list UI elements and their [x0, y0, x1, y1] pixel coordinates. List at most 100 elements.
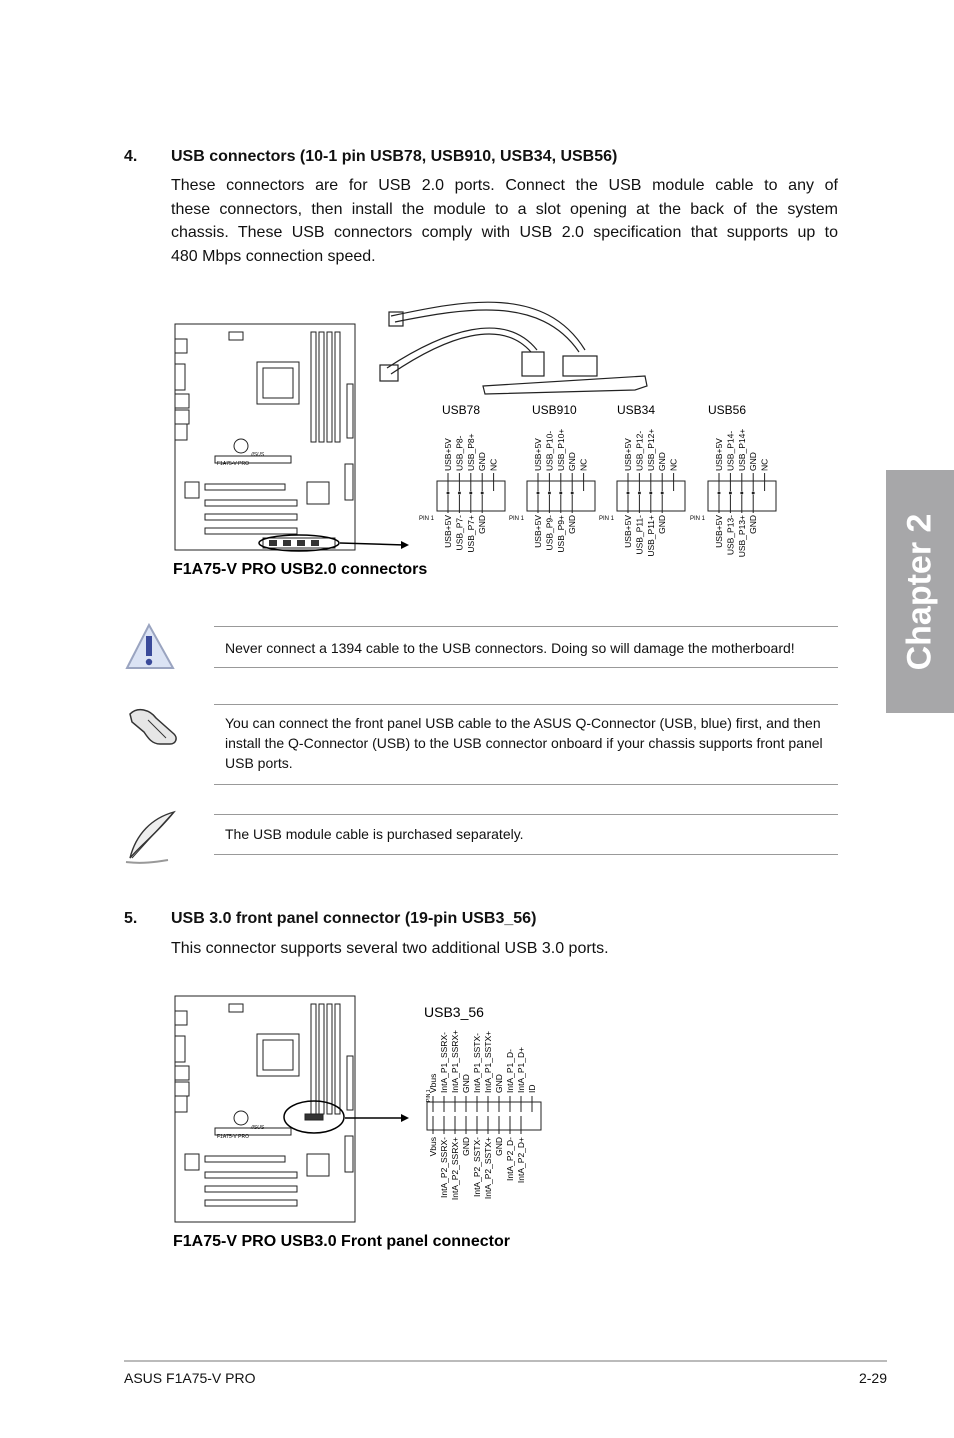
usb3-connector-label: USB3_56 — [424, 1004, 484, 1020]
section4-line-2: these connectors, then install the modul… — [171, 200, 838, 218]
top-pin-label: USB_P12+ — [646, 429, 656, 471]
top-pin-label: USB_P8+ — [466, 433, 476, 471]
bottom-pin-label: USB+5V — [443, 515, 453, 548]
pointer-arrow-head-1 — [401, 541, 409, 549]
board-label-2: F1A75-V PRO — [217, 1134, 249, 1140]
bottom-pin-label: USB_P7- — [454, 515, 464, 551]
usb-module-cable — [379, 301, 648, 395]
bottom-pin-label: USB+5V — [623, 515, 633, 548]
note1-bottom-rule — [214, 667, 838, 668]
bottom-pin-label: IntA_P2_SSRX+ — [450, 1137, 460, 1200]
top-pin-label: NC — [669, 459, 679, 471]
pin1-label: PIN 1 — [509, 516, 525, 522]
section4-line-3: chassis. These USB connectors comply wit… — [171, 224, 838, 241]
bottom-pin-label: USB+5V — [714, 515, 724, 548]
pin — [480, 491, 484, 495]
usb34-label: USB34 — [617, 403, 655, 417]
bottom-pin-label: GND — [461, 1137, 471, 1156]
section5-number: 5. — [124, 910, 138, 927]
footer-product: ASUS F1A75-V PRO — [124, 1370, 256, 1386]
section5-title: USB 3.0 front panel connector (19-pin US… — [171, 910, 537, 927]
note1-top-rule — [214, 626, 838, 627]
usb78-label: USB78 — [442, 403, 480, 417]
pin — [637, 491, 641, 495]
pin — [457, 491, 461, 495]
pin — [446, 491, 450, 495]
note2-bottom-rule — [214, 784, 838, 785]
section4-text: These connectors are for USB 2.0 ports. … — [171, 174, 838, 268]
feather-icon — [122, 808, 180, 871]
top-pin-label: USB+5V — [714, 438, 724, 471]
bottom-pin-label: USB_P13- — [725, 515, 735, 555]
bottom-pin-label: USB_P13+ — [737, 515, 747, 557]
section4-number: 4. — [124, 148, 138, 165]
bottom-pin-label: GND — [494, 1137, 504, 1156]
board-label-1: F1A75-V PRO — [217, 461, 249, 467]
top-pin-label: ID — [527, 1085, 537, 1094]
top-pin-label: GND — [657, 452, 667, 471]
figure2-caption: F1A75-V PRO USB3.0 Front panel connector — [173, 1233, 510, 1250]
top-pin-label: USB_P10+ — [556, 429, 566, 471]
chapter-tab-label: Chapter 2 — [900, 513, 939, 670]
note3-text: The USB module cable is purchased separa… — [225, 826, 524, 842]
pin — [751, 491, 755, 495]
bottom-pin-label: USB_P9+ — [556, 515, 566, 553]
section5-text: This connector supports several two addi… — [171, 940, 609, 957]
top-pin-label: GND — [477, 452, 487, 471]
section4-line-4: 480 Mbps connection speed. — [171, 247, 376, 265]
pin — [559, 491, 563, 495]
section4-title: USB connectors (10-1 pin USB78, USB910, … — [171, 148, 618, 165]
pin — [717, 491, 721, 495]
bottom-pin-label: USB_P9- — [544, 515, 554, 551]
section4-line-1: These connectors are for USB 2.0 ports. … — [171, 177, 838, 194]
top-pin-label: IntA_P1_SSTX+ — [483, 1031, 493, 1093]
pin — [547, 491, 551, 495]
top-pin-label: IntA_P1_SSRX- — [439, 1032, 449, 1093]
top-pin-label: USB_P14+ — [737, 429, 747, 471]
bottom-pin-label: IntA_P2_D+ — [516, 1137, 526, 1183]
top-pin-label: IntA_P1_D+ — [516, 1047, 526, 1093]
warning-icon — [124, 622, 178, 677]
motherboard-diagram-2 — [174, 995, 356, 1223]
bottom-pin-label: GND — [477, 515, 487, 534]
pin — [536, 491, 540, 495]
connector-body — [426, 1101, 542, 1131]
note2-text: You can connect the front panel USB cabl… — [225, 715, 823, 771]
pin — [469, 491, 473, 495]
pin1-label: PIN 1 — [426, 1089, 432, 1102]
footer-page-number: 2-29 — [858, 1370, 887, 1386]
pin — [570, 491, 574, 495]
brand-mark-1: /ISUS — [250, 452, 265, 458]
chapter-tab: Chapter 2 — [886, 470, 954, 713]
usb910-label: USB910 — [532, 403, 577, 417]
brand-mark-2: /ISUS — [250, 1125, 265, 1131]
bottom-pin-label: GND — [567, 515, 577, 534]
pin — [660, 491, 664, 495]
bottom-pin-label: IntA_P2_D- — [505, 1137, 515, 1181]
motherboard-diagram — [174, 323, 356, 552]
note3-top-rule — [214, 814, 838, 815]
pin — [728, 491, 732, 495]
top-pin-label: NC — [579, 459, 589, 471]
top-pin-label: NC — [489, 459, 499, 471]
top-pin-label: IntA_P1_SSTX- — [472, 1033, 482, 1093]
top-pin-label: Vbus — [428, 1074, 438, 1093]
bottom-pin-label: Vbus — [428, 1137, 438, 1156]
bottom-pin-label: USB_P7+ — [466, 515, 476, 553]
top-pin-label: USB_P14- — [725, 431, 735, 471]
usb2-figure: F1A75-V PRO /ISUS USB78 USB910 USB34 USB… — [173, 301, 777, 578]
bottom-pin-label: IntA_P2_SSTX+ — [483, 1137, 493, 1199]
pin — [626, 491, 630, 495]
top-pin-label: USB+5V — [443, 438, 453, 471]
pin1-label: PIN 1 — [690, 516, 706, 522]
top-pin-label: USB+5V — [623, 438, 633, 471]
top-pin-label: NC — [760, 459, 770, 471]
pin1-label: PIN 1 — [419, 516, 435, 522]
top-pin-label: USB_P12- — [634, 431, 644, 471]
note1-text: Never connect a 1394 cable to the USB co… — [225, 640, 795, 656]
